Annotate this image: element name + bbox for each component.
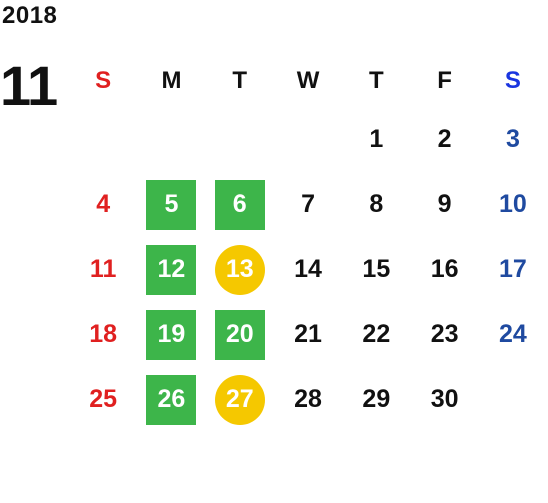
calendar-day-cell: 8	[342, 172, 410, 237]
calendar-day[interactable]: 22	[362, 320, 391, 348]
calendar-day[interactable]: 5	[146, 179, 197, 230]
calendar-day-cell: 11	[69, 237, 137, 302]
weekday-header-friday: F	[437, 67, 452, 94]
calendar-day-cell: 24	[479, 302, 547, 367]
weekday-header-monday: M	[161, 67, 182, 94]
calendar-day-cell: 9	[410, 172, 478, 237]
calendar-day[interactable]: 14	[294, 255, 322, 283]
calendar-day[interactable]: 18	[89, 320, 118, 348]
calendar-day-cell: 1	[342, 107, 410, 172]
weekday-header-wednesday: W	[296, 67, 320, 94]
weekday-header-saturday: S	[504, 67, 521, 94]
calendar-day-cell: 26	[137, 367, 205, 432]
calendar-day	[146, 115, 196, 165]
weekday-header-sunday: S	[95, 67, 112, 94]
calendar-day-cell: 15	[342, 237, 410, 302]
calendar-day[interactable]: 17	[499, 255, 527, 283]
calendar-day[interactable]: 13	[214, 244, 265, 295]
calendar-day-cell: 28	[274, 367, 342, 432]
calendar-day-cell: 14	[274, 237, 342, 302]
weekday-header-tuesday: T	[232, 67, 248, 94]
calendar-day	[283, 115, 333, 165]
calendar-day[interactable]: 29	[362, 385, 391, 413]
calendar-day[interactable]: 15	[362, 255, 391, 283]
calendar-day[interactable]: 12	[146, 244, 197, 295]
calendar-day-cell	[69, 107, 137, 172]
calendar-day-cell	[479, 367, 547, 432]
calendar-day	[78, 115, 128, 165]
calendar-day[interactable]: 8	[369, 190, 384, 218]
calendar-day-cell: 20	[206, 302, 274, 367]
calendar-day-cell: 13	[206, 237, 274, 302]
calendar-day-cell: 17	[479, 237, 547, 302]
calendar-day[interactable]: 2	[437, 125, 452, 153]
calendar-day-cell: 12	[137, 237, 205, 302]
calendar-day-cell: 3	[479, 107, 547, 172]
calendar-day-cell: 7	[274, 172, 342, 237]
calendar-day-cell: 23	[410, 302, 478, 367]
calendar-day[interactable]: 21	[294, 320, 322, 348]
calendar-day-cell: 27	[206, 367, 274, 432]
calendar-day-cell: 19	[137, 302, 205, 367]
calendar-day[interactable]: 20	[214, 309, 265, 360]
calendar-day[interactable]: 23	[430, 320, 459, 348]
calendar-day[interactable]: 25	[89, 385, 118, 413]
calendar-day[interactable]: 3	[505, 125, 520, 153]
calendar-day-cell: 30	[410, 367, 478, 432]
calendar-day[interactable]: 30	[430, 385, 459, 413]
calendar-year: 2018	[2, 2, 58, 29]
calendar-day[interactable]: 4	[96, 190, 111, 218]
calendar-day[interactable]: 27	[214, 374, 265, 425]
calendar-day[interactable]: 10	[499, 190, 527, 218]
calendar-day-cell: 21	[274, 302, 342, 367]
calendar-day[interactable]: 19	[146, 309, 197, 360]
calendar-day[interactable]: 1	[369, 125, 384, 153]
calendar-day-cell: 4	[69, 172, 137, 237]
calendar-day-cell	[274, 107, 342, 172]
calendar-day[interactable]: 11	[89, 255, 117, 283]
calendar-day[interactable]: 7	[301, 190, 315, 218]
calendar-day[interactable]: 9	[437, 190, 452, 218]
calendar-day-cell: 29	[342, 367, 410, 432]
calendar-day-cell: 2	[410, 107, 478, 172]
weekday-header-thursday: T	[369, 67, 384, 94]
calendar-day[interactable]: 24	[499, 320, 527, 348]
calendar-month: 11	[0, 54, 58, 117]
calendar-day-cell: 22	[342, 302, 410, 367]
calendar-day-cell: 10	[479, 172, 547, 237]
calendar-day-cell	[206, 107, 274, 172]
calendar-day[interactable]: 26	[146, 374, 197, 425]
calendar-day-cell: 6	[206, 172, 274, 237]
calendar-day[interactable]: 28	[294, 385, 322, 413]
calendar-day	[488, 375, 538, 425]
calendar-day-cell: 25	[69, 367, 137, 432]
calendar-day-cell	[137, 107, 205, 172]
calendar-day	[215, 115, 265, 165]
calendar-day[interactable]: 16	[430, 255, 459, 283]
calendar-day-cell: 16	[410, 237, 478, 302]
calendar-day-cell: 5	[137, 172, 205, 237]
calendar-day[interactable]: 6	[214, 179, 265, 230]
calendar-day-cell: 18	[69, 302, 137, 367]
